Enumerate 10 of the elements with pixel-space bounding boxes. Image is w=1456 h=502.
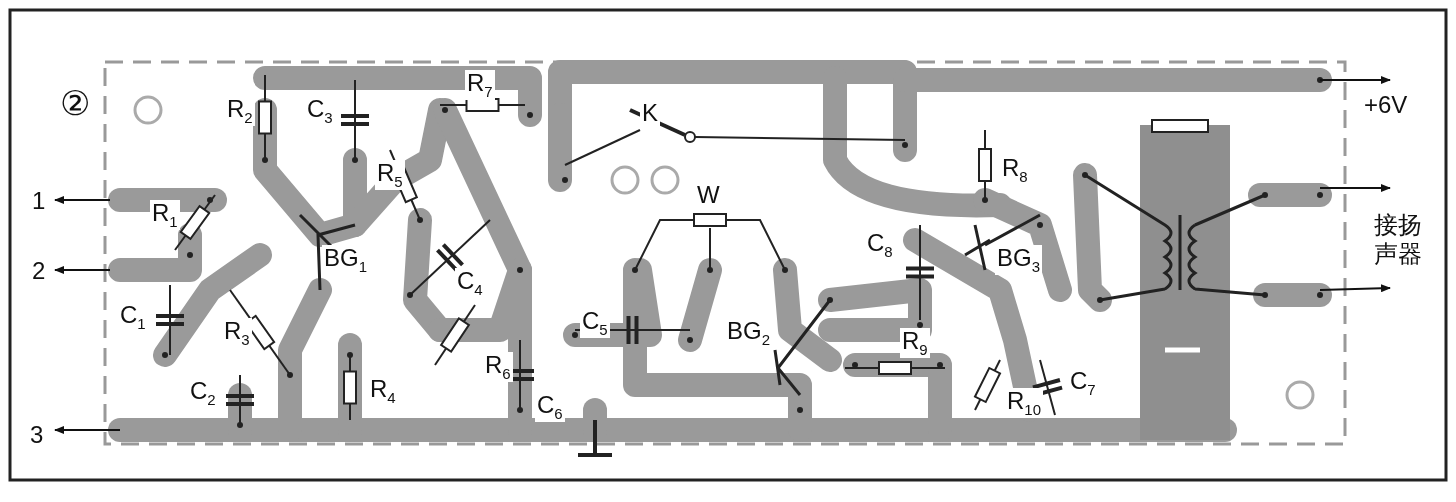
- component-label: R$_{3}$: [222, 318, 252, 348]
- component-label: R$_{7}$: [465, 70, 495, 100]
- component-label: R$_{6}$: [483, 352, 513, 382]
- component-label: BG$_{1}$: [322, 245, 370, 275]
- component-label: R$_{5}$: [375, 160, 405, 190]
- component-label: R$_{1}$: [150, 200, 180, 230]
- component-label: R$_{9}$: [900, 328, 930, 358]
- component-label: BG$_{3}$: [995, 245, 1043, 275]
- component-label: C$_{4}$: [455, 268, 485, 298]
- component-label: R$_{10}$: [1005, 388, 1044, 418]
